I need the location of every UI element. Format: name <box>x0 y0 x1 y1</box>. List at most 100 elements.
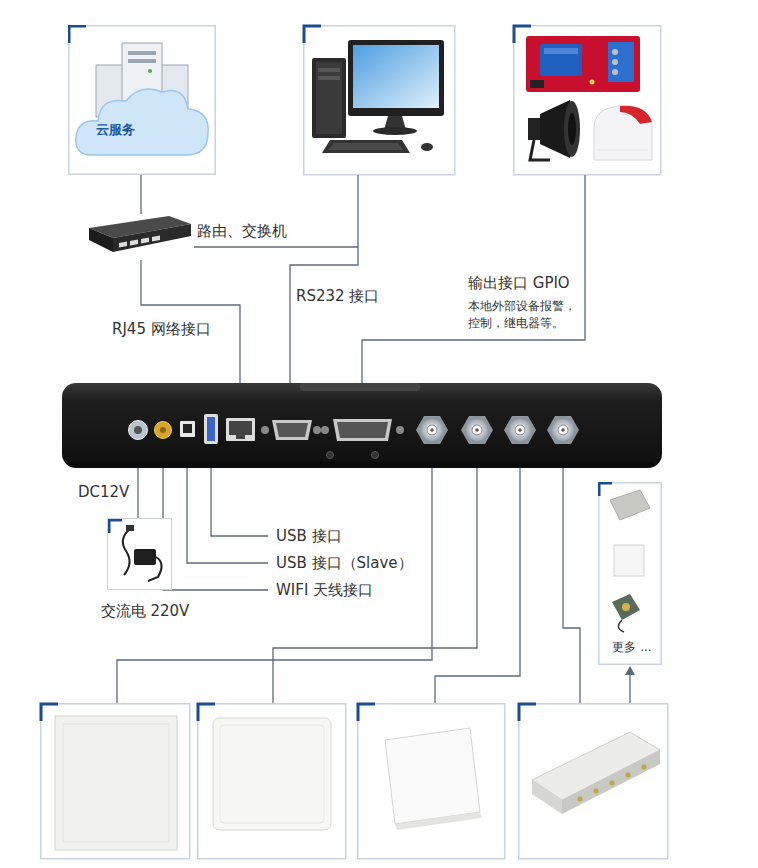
network-wire <box>140 175 141 214</box>
frame-corner <box>519 704 536 721</box>
relay-board <box>590 80 595 85</box>
frame-corner <box>41 26 536 721</box>
relay-board <box>530 80 544 88</box>
port <box>183 424 192 433</box>
horn-speaker <box>528 100 580 160</box>
multi-port-reader <box>610 781 615 786</box>
pc-icon <box>353 45 439 108</box>
port-label: RS232 接口 <box>296 287 379 305</box>
wire <box>273 447 477 703</box>
node-label: 交流电 220V <box>88 602 202 620</box>
port <box>226 418 255 441</box>
device-node: 路由、交换机 <box>85 214 283 260</box>
antenna-panel <box>220 725 324 823</box>
pc-icon <box>373 127 417 135</box>
device-frame <box>514 26 661 175</box>
device-frame <box>304 26 455 175</box>
power-adapter <box>108 519 170 588</box>
multi-port-reader <box>562 750 660 814</box>
frame-corner <box>358 704 375 721</box>
arrow-head <box>625 666 635 675</box>
port <box>333 419 392 441</box>
wire <box>194 246 358 247</box>
multi-port-reader <box>594 789 599 794</box>
port <box>261 426 269 434</box>
relay-board <box>540 44 582 76</box>
antenna-port <box>552 419 574 441</box>
device-frame <box>519 704 668 859</box>
port <box>204 414 218 444</box>
horn-speaker <box>528 118 540 140</box>
port-label: 输出接口 GPIO <box>468 274 570 292</box>
antenna-port <box>561 428 565 432</box>
antenna-port <box>504 416 536 444</box>
wire <box>563 447 580 703</box>
antenna-panel <box>213 718 331 830</box>
pc-icon <box>312 58 346 138</box>
antenna-port <box>558 425 568 435</box>
port <box>272 420 312 440</box>
rfid-reader <box>300 383 420 391</box>
antenna-port <box>427 425 437 435</box>
multi-port-reader <box>578 797 583 802</box>
node-label: 云服务 <box>96 122 276 138</box>
antenna-panel <box>385 728 480 824</box>
pc-icon <box>318 76 340 80</box>
rfid-reader <box>62 383 662 468</box>
relay-board <box>526 36 640 92</box>
antenna-port <box>515 425 525 435</box>
port-label: USB 接口 <box>276 527 342 545</box>
antenna-port <box>416 416 448 444</box>
antenna-panel <box>55 716 177 850</box>
antenna-port <box>466 419 488 441</box>
antenna-port <box>504 416 536 444</box>
device-node: 云服务 <box>68 25 248 175</box>
pc-icon <box>328 143 403 150</box>
antenna-port <box>509 419 531 441</box>
antenna-port <box>518 428 522 432</box>
horn-speaker <box>564 101 580 157</box>
node-label: 更多 ... <box>598 640 666 654</box>
port-label: RJ45 网络接口 <box>112 320 211 338</box>
cloud-box <box>68 25 216 175</box>
multi-port-reader <box>626 773 631 778</box>
horn-speaker <box>530 140 550 160</box>
multi-port-reader <box>532 732 660 814</box>
pc-icon <box>348 40 444 116</box>
rfid-reader <box>62 383 662 468</box>
wire <box>362 175 585 418</box>
device-node: 交流电 220V <box>88 518 202 608</box>
frame-corner <box>304 26 321 43</box>
multi-port-reader <box>532 780 562 814</box>
relay-board <box>612 59 618 65</box>
antenna-panel <box>55 716 482 850</box>
device-frame <box>358 704 505 859</box>
port <box>134 426 142 434</box>
device-frame <box>41 26 668 859</box>
port-label: WIFI 天线接口 <box>276 581 373 599</box>
frame-corner <box>198 704 215 721</box>
router-icon <box>85 214 193 260</box>
relay-board <box>526 36 640 92</box>
antenna-port <box>430 428 434 432</box>
alarm-light <box>594 106 652 160</box>
device-frame <box>41 704 190 859</box>
antenna-panel <box>63 724 169 842</box>
port <box>313 426 321 434</box>
port <box>236 435 245 439</box>
more-box <box>598 482 662 665</box>
device-node: 更多 ... <box>598 482 666 665</box>
pc-icon <box>312 40 444 153</box>
antenna-port <box>472 425 482 435</box>
port <box>372 452 379 459</box>
port <box>207 417 215 441</box>
pc-icon <box>322 140 410 153</box>
antenna-panel <box>395 812 482 830</box>
antenna-port <box>421 419 443 441</box>
pc-icon <box>421 143 433 151</box>
port <box>321 426 329 434</box>
port <box>229 421 252 435</box>
multi-port-reader <box>642 765 647 770</box>
antenna-port <box>461 416 493 444</box>
port-label: DC12V <box>78 483 129 501</box>
